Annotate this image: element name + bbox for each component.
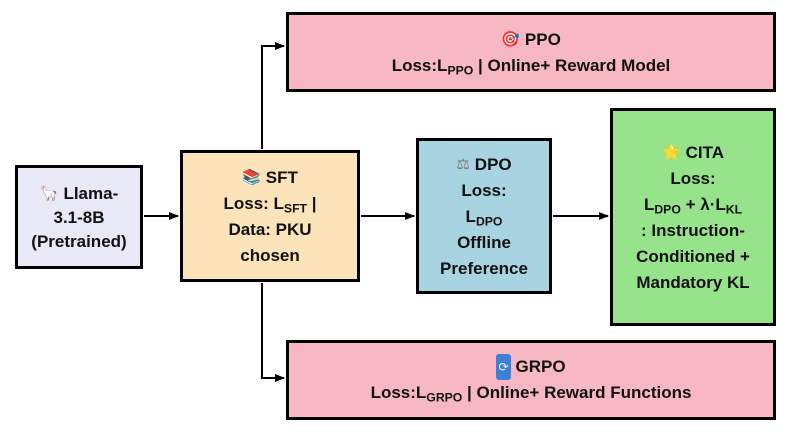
dpo-line-4: Offline bbox=[457, 232, 511, 252]
cita-line-5: Conditioned + bbox=[636, 246, 750, 266]
cita-line-6: Mandatory KL bbox=[636, 272, 750, 292]
target-icon: 🎯 bbox=[501, 29, 520, 48]
dpo-line-5: Preference bbox=[440, 258, 528, 278]
dpo-node: ⚖DPO Loss: LDPO Offline Preference bbox=[416, 138, 552, 294]
sft-title: 📚SFT bbox=[242, 164, 298, 191]
ppo-node: 🎯PPO Loss:LPPO | Online+ Reward Model bbox=[286, 12, 776, 92]
cycle-icon: ⟳ bbox=[496, 354, 511, 380]
dpo-loss: LDPO bbox=[465, 206, 503, 229]
scales-icon: ⚖ bbox=[456, 154, 470, 173]
llama-line-1: 🦙Llama- bbox=[40, 181, 118, 206]
cita-loss: LDPO + λ·LKL bbox=[643, 194, 743, 217]
llama-line-3: (Pretrained) bbox=[31, 231, 127, 251]
llama-line-2: 3.1-8B bbox=[53, 207, 105, 227]
ppo-loss: Loss:LPPO | Online+ Reward Model bbox=[391, 55, 671, 78]
books-icon: 📚 bbox=[242, 167, 261, 186]
cita-title: 🌟CITA bbox=[662, 139, 724, 166]
sft-data-2: chosen bbox=[240, 245, 300, 265]
cita-node: 🌟CITA Loss: LDPO + λ·LKL : Instruction- … bbox=[610, 108, 776, 326]
grpo-title: ⟳GRPO bbox=[496, 354, 566, 380]
llama-node: 🦙Llama- 3.1-8B (Pretrained) bbox=[15, 165, 143, 269]
ppo-title: 🎯PPO bbox=[501, 26, 561, 53]
grpo-node: ⟳GRPO Loss:LGRPO | Online+ Reward Functi… bbox=[286, 340, 776, 420]
llama-icon: 🦙 bbox=[39, 183, 59, 202]
cita-line-4: : Instruction- bbox=[641, 220, 745, 240]
grpo-loss: Loss:LGRPO | Online+ Reward Functions bbox=[370, 383, 692, 405]
dpo-loss-label: Loss: bbox=[461, 180, 507, 200]
star-icon: 🌟 bbox=[661, 142, 681, 161]
sft-node: 📚SFT Loss: LSFT | Data: PKU chosen bbox=[180, 150, 360, 282]
dpo-title: ⚖DPO bbox=[456, 151, 511, 178]
sft-data: Data: PKU bbox=[228, 219, 312, 239]
cita-loss-label: Loss: bbox=[670, 168, 716, 188]
edge-sft-to-grpo bbox=[261, 283, 285, 382]
edge-sft-to-ppo bbox=[261, 42, 285, 149]
sft-loss: Loss: LSFT | bbox=[223, 193, 317, 216]
